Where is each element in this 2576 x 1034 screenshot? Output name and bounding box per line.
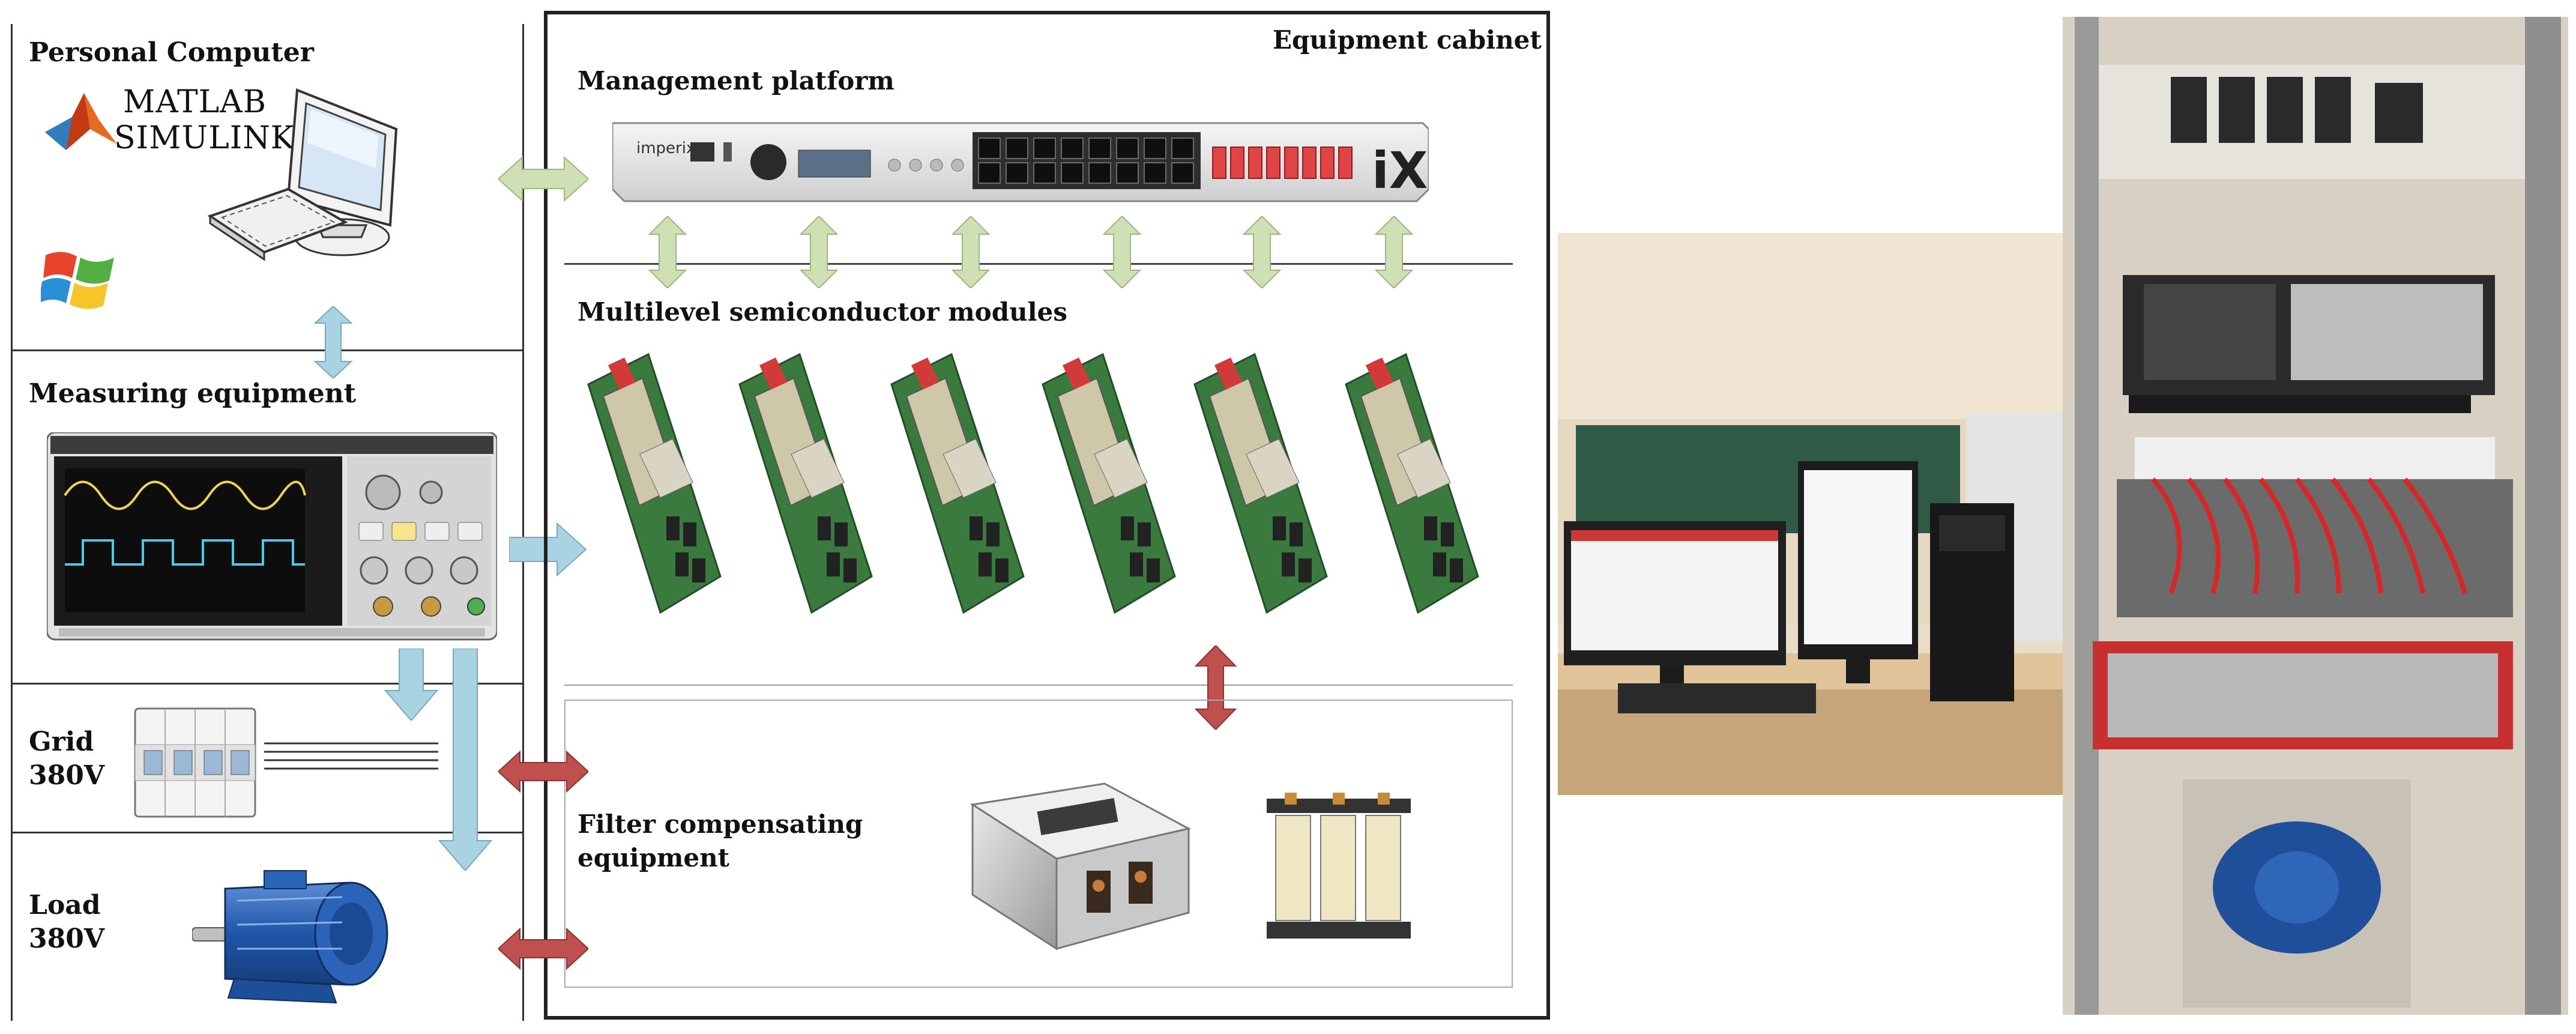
motor-icon xyxy=(192,870,388,1004)
load-label-line2: 380V xyxy=(29,924,104,954)
cabinet-title: Equipment cabinet xyxy=(1273,25,1542,55)
grid-label-line2: 380V xyxy=(29,760,104,791)
measure-section-divider xyxy=(11,683,522,685)
filter-title: Filter compensating equipment xyxy=(578,808,863,875)
bus-arrow-3 xyxy=(951,216,991,288)
modules-filter-arrow xyxy=(1195,645,1237,730)
imperix-brand-text: imperix xyxy=(636,139,695,157)
imperix-mark-text: iX xyxy=(1372,141,1428,200)
circuit-breaker-icon xyxy=(134,707,256,818)
pc-section-divider xyxy=(11,349,522,351)
filter-box-frame xyxy=(564,700,1513,988)
power-module-icon xyxy=(1193,352,1328,614)
load-filter-arrow xyxy=(498,928,588,970)
bus-arrow-2 xyxy=(799,216,839,288)
grid-label: Grid 380V xyxy=(29,725,104,793)
bus-arrow-5 xyxy=(1242,216,1282,288)
grid-label-line1: Grid xyxy=(29,727,94,757)
measure-modules-arrow xyxy=(509,522,587,576)
filter-box-icon xyxy=(970,782,1192,951)
computer-icon xyxy=(207,88,398,261)
grid-wires xyxy=(264,742,438,770)
power-module-icon xyxy=(587,352,722,614)
power-module-icon xyxy=(1345,352,1479,614)
simulink-label: SIMULINK xyxy=(114,120,295,156)
left-border-line xyxy=(11,24,13,1021)
rack-controller-icon: imperix iX xyxy=(612,122,1429,202)
left-panel-divider xyxy=(522,24,524,1021)
management-title: Management platform xyxy=(578,66,894,95)
cabinet-photo-svg xyxy=(2063,17,2568,1015)
pc-measure-arrow xyxy=(313,306,353,378)
grid-filter-arrow xyxy=(498,751,588,793)
pc-management-arrow xyxy=(498,156,588,202)
bus-arrow-1 xyxy=(648,216,687,288)
oscilloscope-icon xyxy=(47,432,497,641)
bus-arrow-4 xyxy=(1102,216,1142,288)
measuring-title: Measuring equipment xyxy=(29,378,357,409)
equipment-cabinet-frame xyxy=(544,11,1550,1020)
load-label: Load 380V xyxy=(29,889,104,956)
bus-arrow-6 xyxy=(1374,216,1414,288)
inductor-icon xyxy=(1267,793,1411,939)
load-label-line1: Load xyxy=(29,890,101,921)
lab-photo-workstation xyxy=(1558,233,2065,795)
workstation-photo-svg xyxy=(1558,233,2065,795)
management-bus-line xyxy=(564,263,1513,265)
matlab-label: MATLAB xyxy=(123,84,267,120)
filter-separator-line xyxy=(564,685,1513,686)
filter-title-line2: equipment xyxy=(578,843,730,872)
power-module-icon xyxy=(890,352,1025,614)
grid-section-divider xyxy=(11,832,522,833)
lab-photo-cabinet xyxy=(2063,17,2568,1015)
power-module-icon xyxy=(738,352,873,614)
power-module-icon xyxy=(1042,352,1176,614)
windows-logo-icon xyxy=(41,252,114,309)
matlab-logo-icon xyxy=(45,93,117,150)
pc-title: Personal Computer xyxy=(29,37,314,68)
measure-load-arrow xyxy=(438,649,492,871)
bus-arrows xyxy=(648,216,1414,288)
filter-title-line1: Filter compensating xyxy=(578,809,863,839)
measure-grid-arrow xyxy=(384,649,438,721)
power-modules-row xyxy=(576,336,1501,630)
modules-title: Multilevel semiconductor modules xyxy=(578,297,1067,327)
